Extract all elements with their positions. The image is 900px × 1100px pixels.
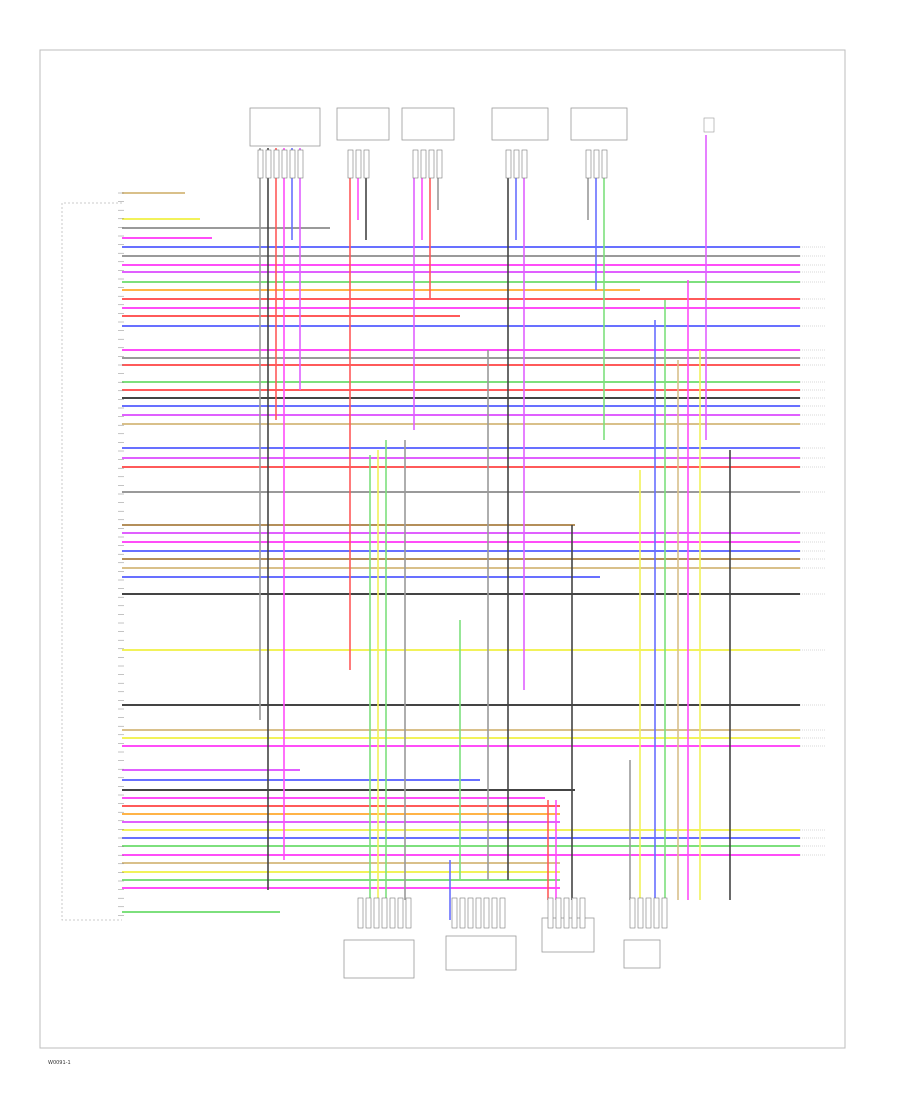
connector-stub-bottom <box>547 897 554 929</box>
sensor-box-top <box>570 107 628 141</box>
connector-stub <box>585 149 592 179</box>
connector-stub <box>273 149 280 179</box>
connector-stub-bottom <box>637 897 644 929</box>
connector-stub-bottom <box>475 897 482 929</box>
connector-stub <box>347 149 354 179</box>
diagram-border <box>39 49 846 1049</box>
connector-stub <box>297 149 304 179</box>
ecm-pin-bracket <box>61 202 122 921</box>
connector-stub-bottom <box>451 897 458 929</box>
connector-stub <box>513 149 520 179</box>
connector-stub-bottom <box>563 897 570 929</box>
connector-stub-bottom <box>661 897 668 929</box>
connector-stub-bottom <box>629 897 636 929</box>
connector-stub <box>355 149 362 179</box>
fuse-symbol <box>703 117 715 133</box>
connector-stub-bottom <box>483 897 490 929</box>
connector-stub <box>593 149 600 179</box>
sensor-box-top <box>249 107 321 147</box>
connector-stub <box>601 149 608 179</box>
connector-stub-bottom <box>365 897 372 929</box>
connector-stub <box>281 149 288 179</box>
connector-stub-bottom <box>579 897 586 929</box>
sensor-box-top <box>336 107 390 141</box>
sensor-box-bottom <box>623 939 661 969</box>
connector-stub-bottom <box>381 897 388 929</box>
connector-stub-bottom <box>499 897 506 929</box>
connector-stub-bottom <box>571 897 578 929</box>
sensor-box-bottom <box>445 935 517 971</box>
connector-stub-bottom <box>405 897 412 929</box>
connector-stub <box>257 149 264 179</box>
connector-stub-bottom <box>555 897 562 929</box>
connector-stub-bottom <box>397 897 404 929</box>
connector-stub-bottom <box>357 897 364 929</box>
connector-stub <box>265 149 272 179</box>
connector-stub-bottom <box>467 897 474 929</box>
connector-stub <box>420 149 427 179</box>
connector-stub-bottom <box>373 897 380 929</box>
connector-stub-bottom <box>645 897 652 929</box>
connector-stub <box>412 149 419 179</box>
connector-stub <box>436 149 443 179</box>
connector-stub <box>505 149 512 179</box>
connector-stub <box>363 149 370 179</box>
sensor-box-top <box>491 107 549 141</box>
connector-stub <box>521 149 528 179</box>
connector-stub-bottom <box>653 897 660 929</box>
connector-stub-bottom <box>389 897 396 929</box>
sensor-box-top <box>401 107 455 141</box>
connector-stub <box>289 149 296 179</box>
connector-stub-bottom <box>491 897 498 929</box>
sensor-box-bottom <box>343 939 415 979</box>
page-reference: W0091-1 <box>48 1060 71 1066</box>
connector-stub-bottom <box>459 897 466 929</box>
connector-stub <box>428 149 435 179</box>
